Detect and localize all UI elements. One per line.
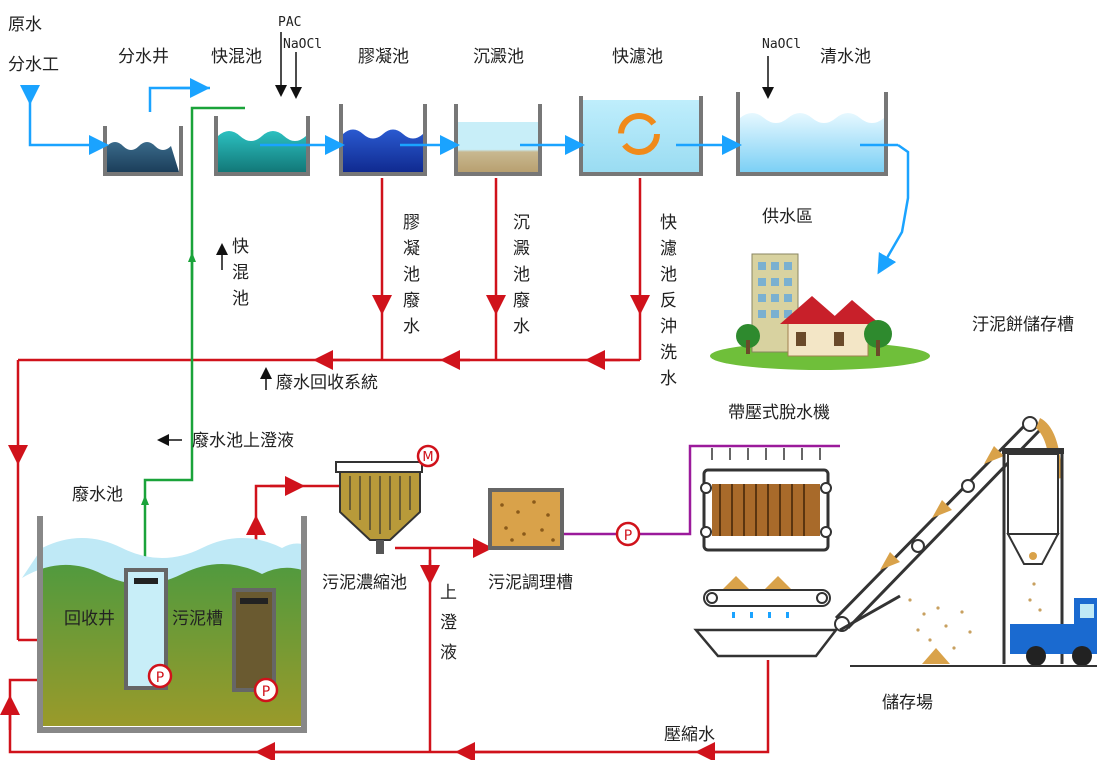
label-supply-area: 供水區 (762, 207, 813, 227)
conditioning-pump: P (615, 521, 641, 547)
sludge-pile (922, 648, 950, 664)
svg-text:池: 池 (232, 289, 249, 309)
label-storage-yard: 儲存場 (882, 693, 933, 713)
svg-text:反: 反 (660, 291, 677, 311)
svg-text:池: 池 (513, 265, 530, 285)
vertical-label-supernatant: 上 澄 液 (440, 583, 457, 663)
vertical-label-filter-backwash: 快 濾 池 反 沖 洗 水 (660, 213, 677, 389)
label-rapid-mix-tank: 快混池 (211, 47, 262, 67)
water-flow-lines (28, 78, 910, 275)
svg-text:澄: 澄 (440, 613, 457, 633)
svg-text:P: P (624, 528, 632, 544)
label-sludge-cake-storage: 汙泥餅儲存槽 (972, 315, 1074, 335)
label-belt-press: 帶壓式脫水機 (728, 403, 830, 423)
vertical-label-rapid-mix: 快 混 池 (216, 237, 249, 309)
label-sedimentation-tank: 沉澱池 (473, 47, 524, 67)
label-pressed-water: 壓縮水 (664, 725, 715, 745)
label-sludge-tank: 污泥槽 (172, 609, 223, 629)
clear-water-tank (736, 92, 888, 176)
svg-text:沉: 沉 (513, 213, 530, 233)
svg-text:洗: 洗 (660, 343, 677, 363)
sludge-truck (1010, 598, 1097, 666)
label-recovery-well: 回收井 (64, 609, 115, 629)
label-raw-water: 原水 (8, 15, 42, 35)
sludge-scatter (908, 582, 1042, 650)
backwash-cycle-icon (618, 113, 660, 155)
label-wastewater-recovery: 廢水回收系統 (276, 373, 378, 393)
svg-text:膠: 膠 (403, 213, 420, 233)
sludge-cake-silo (1002, 448, 1064, 664)
svg-text:水: 水 (403, 317, 420, 337)
vertical-label-sed-waste: 沉 澱 池 廢 水 (513, 213, 530, 337)
label-rapid-filter: 快濾池 (612, 47, 663, 67)
svg-text:澱: 澱 (513, 239, 530, 259)
svg-text:濾: 濾 (660, 239, 677, 259)
svg-text:池: 池 (403, 265, 420, 285)
svg-text:凝: 凝 (403, 239, 420, 259)
label-clear-water-tank: 清水池 (820, 47, 871, 67)
sludge-thickener (335, 461, 423, 554)
vertical-label-coag-waste: 膠 凝 池 廢 水 (403, 213, 420, 337)
svg-text:水: 水 (660, 369, 677, 389)
distribution-well-tank (103, 126, 183, 176)
sedimentation-tank (454, 104, 542, 176)
sludge-tank (232, 588, 276, 692)
sludge-tank-pump: P (253, 677, 279, 703)
label-pac: PAC (278, 15, 301, 30)
label-naocl-1: NaOCl (283, 37, 322, 52)
rapid-filter-tank (579, 96, 703, 176)
coagulation-tank (339, 104, 427, 176)
label-coagulation-tank: 膠凝池 (358, 47, 409, 67)
svg-text:池: 池 (660, 265, 677, 285)
svg-text:M: M (422, 450, 433, 465)
svg-text:液: 液 (440, 643, 457, 663)
label-naocl-2: NaOCl (762, 37, 801, 52)
sludge-conditioning-tank (488, 488, 564, 550)
svg-text:水: 水 (513, 317, 530, 337)
svg-text:P: P (156, 670, 164, 686)
label-supernatant-return: 廢水池上澄液 (192, 431, 294, 451)
recovery-well-pump: P (147, 663, 173, 689)
svg-text:P: P (262, 684, 270, 700)
svg-text:混: 混 (232, 263, 249, 283)
svg-text:快: 快 (232, 237, 249, 257)
svg-text:沖: 沖 (660, 317, 677, 337)
belt-press (693, 448, 839, 658)
svg-text:上: 上 (440, 583, 457, 603)
supply-area-town (710, 253, 930, 370)
svg-text:快: 快 (660, 213, 677, 233)
label-sludge-thickener: 污泥濃縮池 (322, 573, 407, 593)
svg-text:廢: 廢 (403, 291, 420, 311)
label-distribution-well: 分水井 (118, 47, 169, 67)
svg-text:廢: 廢 (513, 291, 530, 311)
label-water-division: 分水工 (8, 55, 59, 75)
label-wastewater-pool: 廢水池 (72, 485, 123, 505)
label-sludge-conditioning: 污泥調理槽 (488, 573, 573, 593)
thickener-motor: M (416, 444, 440, 468)
